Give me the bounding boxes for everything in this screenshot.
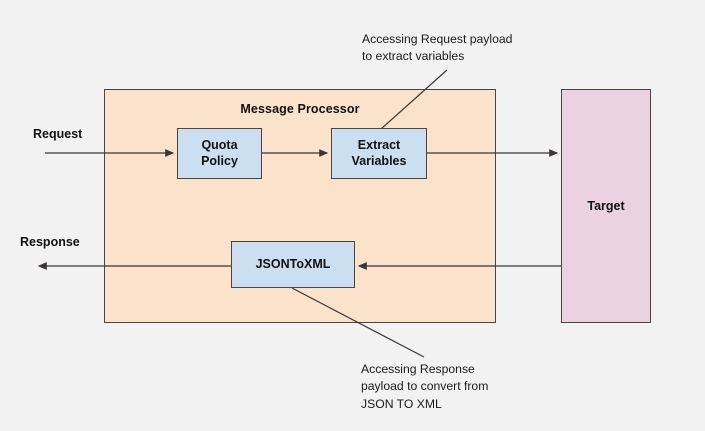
policy-label-quota-policy: Quota Policy bbox=[201, 138, 238, 169]
policy-label-line2: Policy bbox=[201, 153, 238, 168]
leader-line-response-annotation bbox=[291, 287, 425, 358]
response-flow-label: Response bbox=[20, 235, 80, 249]
policy-label-line2: Variables bbox=[351, 153, 407, 168]
policy-box-quota-policy[interactable]: Quota Policy bbox=[177, 128, 262, 179]
annotation-request-payload: Accessing Request payload to extract var… bbox=[362, 32, 513, 64]
policy-label-line1: Extract bbox=[357, 137, 401, 152]
policy-label-line1: Quota bbox=[201, 137, 238, 152]
target-label: Target bbox=[587, 199, 625, 213]
target-container[interactable]: Target bbox=[561, 89, 651, 323]
request-flow-label: Request bbox=[33, 127, 83, 141]
annotation-response-payload: Accessing Response payload to convert fr… bbox=[361, 362, 489, 411]
policy-box-jsontoxml[interactable]: JSONToXML bbox=[231, 241, 355, 288]
policy-label-extract-variables: Extract Variables bbox=[352, 138, 407, 169]
message-processor-title: Message Processor bbox=[240, 102, 360, 116]
leader-line-request-annotation bbox=[380, 69, 448, 130]
policy-label-jsontoxml: JSONToXML bbox=[255, 256, 331, 271]
policy-box-extract-variables[interactable]: Extract Variables bbox=[331, 128, 427, 179]
